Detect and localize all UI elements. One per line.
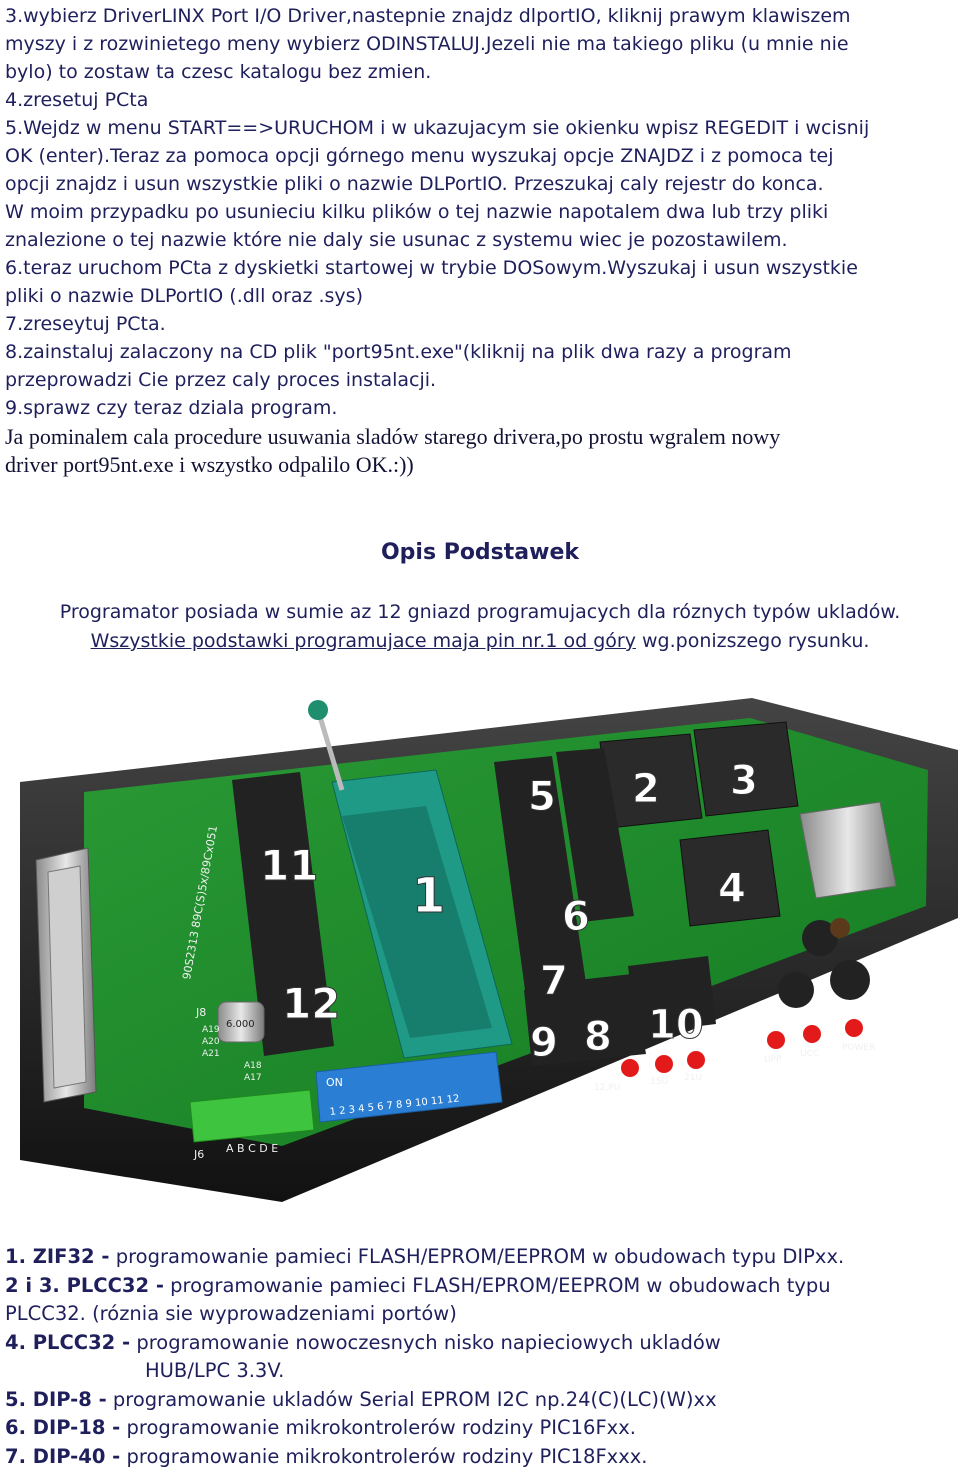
socket-key: 6. DIP-18 -	[5, 1416, 120, 1439]
instruction-line: W moim przypadku po usunieciu kilku plik…	[5, 198, 957, 226]
silkscreen-j6: J6	[193, 1148, 204, 1161]
instruction-line: pliki o nazwie DLPortIO (.dll oraz .sys)	[5, 282, 957, 310]
instruction-line: OK (enter).Teraz za pomoca opcji górnego…	[5, 142, 957, 170]
list-item: 4. PLCC32 - programowanie nowoczesnych n…	[5, 1329, 955, 1358]
usb-connector	[800, 802, 896, 898]
instruction-line: 8.zainstaluj zalaczony na CD plik "port9…	[5, 338, 957, 366]
socket-number-11: 11	[260, 841, 318, 890]
instruction-line: 7.zreseytuj PCta.	[5, 310, 957, 338]
socket-desc: PLCC32. (róznia sie wyprowadzeniami port…	[5, 1302, 457, 1325]
socket-number-1: 1	[412, 868, 445, 924]
socket-number-2: 2	[632, 766, 660, 812]
socket-number-5: 5	[528, 774, 556, 820]
silkscreen-led-4: UPP	[764, 1055, 782, 1065]
socket-list: 1. ZIF32 - programowanie pamieci FLASH/E…	[5, 1243, 955, 1471]
programmer-board-photo: 6.000 ON 1 2 3 4 5 6 7 8 9 10 11 12 1 2 …	[0, 690, 960, 1210]
silkscreen-led-2: 15U	[650, 1077, 668, 1087]
instruction-line: 4.zresetuj PCta	[5, 86, 957, 114]
socket-number-3: 3	[730, 758, 758, 804]
pin-note-underlined: Wszystkie podstawki programujace maja pi…	[91, 630, 636, 652]
silkscreen-a17: A17	[244, 1073, 262, 1083]
socket-key: 2 i 3. PLCC32 -	[5, 1274, 164, 1297]
socket-desc: programowanie pamieci FLASH/EPROM/EEPROM…	[164, 1274, 831, 1297]
list-item: 2 i 3. PLCC32 - programowanie pamieci FL…	[5, 1272, 955, 1301]
note-line: driver port95nt.exe i wszystko odpalilo …	[5, 451, 957, 480]
instruction-line: znalezione o tej nazwie które nie daly s…	[5, 226, 957, 254]
instruction-line: przeprowadzi Cie przez caly proces insta…	[5, 366, 957, 394]
instruction-line: myszy i z rozwinietego meny wybierz ODIN…	[5, 30, 957, 58]
intro-line: Programator posiada w sumie az 12 gniazd…	[0, 598, 960, 627]
socket-key: 7. DIP-40 -	[5, 1445, 120, 1468]
socket-desc: HUB/LPC 3.3V.	[145, 1359, 284, 1382]
socket-number-7: 7	[540, 958, 568, 1004]
dip-switch-on: ON	[326, 1076, 343, 1089]
socket-key: 5. DIP-8 -	[5, 1388, 107, 1411]
silkscreen-abcde: A B C D E	[226, 1142, 278, 1155]
crystal-label: 6.000	[226, 1019, 255, 1030]
list-item: 7. DIP-40 - programowanie mikrokontroler…	[5, 1443, 955, 1471]
silkscreen-led-3: 21U	[684, 1073, 702, 1083]
note-line: Ja pominalem cala procedure usuwania sla…	[5, 423, 957, 452]
db25-connector	[36, 848, 96, 1102]
socket-desc: programowanie ukladów Serial EPROM I2C n…	[107, 1388, 717, 1411]
silkscreen-led-1: 12,PU	[594, 1083, 620, 1093]
silkscreen-led-6: POWER	[842, 1043, 875, 1053]
socket-number-4: 4	[718, 866, 746, 912]
socket-number-8: 8	[584, 1014, 612, 1060]
socket-desc: programowanie mikrokontrolerów rodziny P…	[120, 1416, 636, 1439]
silkscreen-a18: A18	[244, 1061, 262, 1071]
instruction-line: bylo) to zostaw ta czesc katalogu bez zm…	[5, 58, 957, 86]
socket-key: 4. PLCC32 -	[5, 1331, 130, 1354]
silkscreen-j8: J8	[195, 1006, 206, 1019]
socket-desc: programowanie nowoczesnych nisko napieci…	[130, 1331, 721, 1354]
intro-line-2: Wszystkie podstawki programujace maja pi…	[0, 627, 960, 656]
socket-number-9: 9	[530, 1020, 558, 1066]
list-item: 5. DIP-8 - programowanie ukladów Serial …	[5, 1386, 955, 1415]
silkscreen-led-5: UCC	[800, 1049, 819, 1059]
socket-number-12: 12	[282, 979, 340, 1028]
list-item: 6. DIP-18 - programowanie mikrokontroler…	[5, 1414, 955, 1443]
crystal: 6.000	[218, 1002, 264, 1042]
silkscreen-a19: A19	[202, 1025, 220, 1035]
list-item: HUB/LPC 3.3V.	[5, 1357, 955, 1386]
instruction-line: 9.sprawz czy teraz dziala program.	[5, 394, 957, 422]
silkscreen-a21: A21	[202, 1049, 220, 1059]
socket-key: 1. ZIF32 -	[5, 1245, 110, 1268]
section-heading: Opis Podstawek	[0, 540, 960, 565]
instruction-line: 3.wybierz DriverLINX Port I/O Driver,nas…	[5, 2, 957, 30]
socket-number-6: 6	[562, 894, 590, 940]
instruction-line: 6.teraz uruchom PCta z dyskietki startow…	[5, 254, 957, 282]
instruction-line: opcji znajdz i usun wszystkie pliki o na…	[5, 170, 957, 198]
list-item: 1. ZIF32 - programowanie pamieci FLASH/E…	[5, 1243, 955, 1272]
pin-note-rest: wg.ponizszego rysunku.	[636, 630, 869, 652]
socket-desc: programowanie mikrokontrolerów rodziny P…	[120, 1445, 647, 1468]
socket-desc: programowanie pamieci FLASH/EPROM/EEPROM…	[110, 1245, 845, 1268]
instruction-line: 5.Wejdz w menu START==>URUCHOM i w ukazu…	[5, 114, 957, 142]
silkscreen-a20: A20	[202, 1037, 220, 1047]
list-item: PLCC32. (róznia sie wyprowadzeniami port…	[5, 1300, 955, 1329]
socket-number-10: 10	[648, 1002, 704, 1048]
